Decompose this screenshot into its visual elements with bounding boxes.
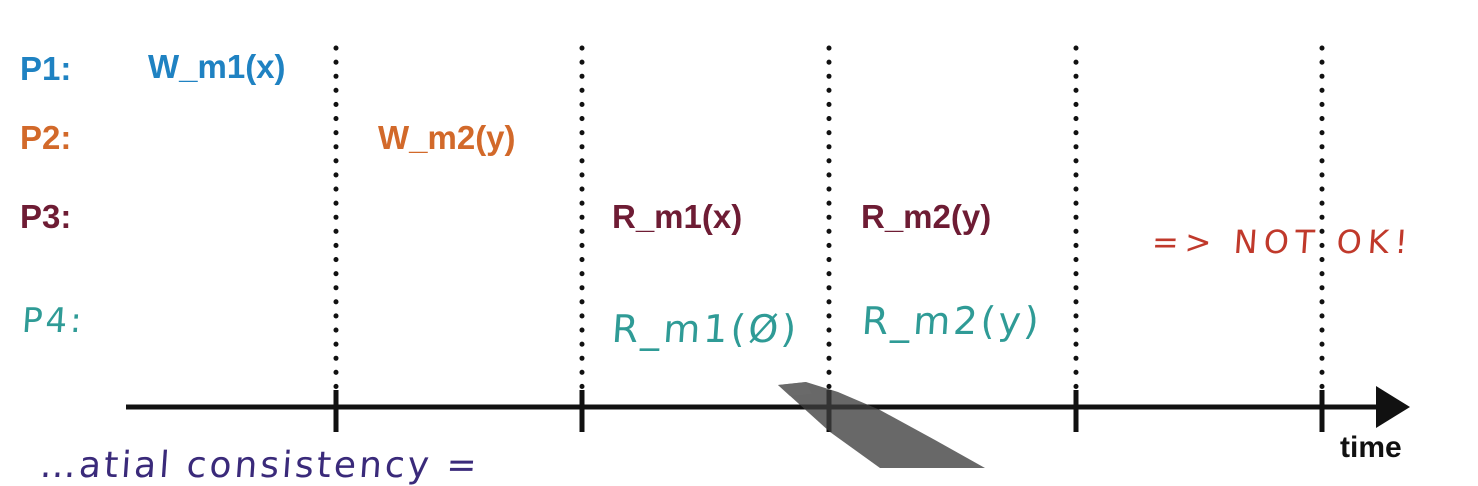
row-label-p2: P2:: [20, 119, 72, 156]
p2-write-op: W_m2(y): [378, 119, 516, 156]
stylus-pen: [778, 382, 985, 468]
p4-read-op-1: R_m1(Ø): [610, 307, 801, 351]
stylus-pen-tip: [778, 382, 812, 396]
p4-read-op-2: R_m2(y): [860, 299, 1044, 343]
not-ok-annotation: => NOT OK!: [1150, 223, 1415, 261]
row-label-p3: P3:: [20, 198, 72, 235]
diagram-canvas: [126, 45, 1410, 468]
p3-read-op-1: R_m1(x): [612, 198, 743, 235]
time-axis-label: time: [1340, 431, 1402, 464]
time-axis-arrowhead: [1376, 386, 1410, 428]
bottom-handwriting: …atial consistency =: [38, 445, 482, 486]
timeline-diagram: P1: P2: P3: P4: W_m1(x) W_m2(y) R_m1(x) …: [20, 45, 1415, 486]
row-label-p1: P1:: [20, 50, 72, 87]
row-label-p4: P4:: [20, 301, 86, 341]
p3-read-op-2: R_m2(y): [861, 198, 992, 235]
p1-write-op: W_m1(x): [148, 48, 286, 85]
